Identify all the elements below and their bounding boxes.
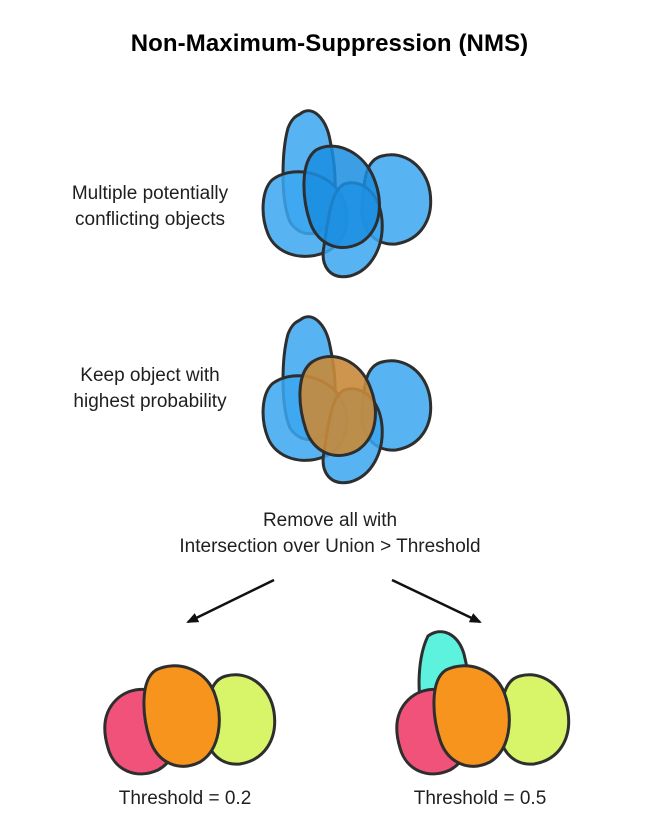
threshold-high-label: Threshold = 0.5 xyxy=(413,788,547,809)
step-remove-line2: Intersection over Union > Threshold xyxy=(179,536,481,557)
threshold-low-label: Threshold = 0.2 xyxy=(118,788,252,809)
blob-orange-low xyxy=(142,664,221,768)
step-remove-line1: Remove all with xyxy=(262,510,398,531)
step-multiple-line1: Multiple potentially xyxy=(71,183,229,204)
step-keep-line2: highest probability xyxy=(73,391,227,412)
step-keep-line1: Keep object with xyxy=(80,365,220,386)
step-multiple-label: Multiple potentially conflicting objects xyxy=(40,181,260,233)
step-multiple-line2: conflicting objects xyxy=(75,209,225,230)
blob-kept xyxy=(298,355,377,457)
result-group-low xyxy=(103,664,277,776)
result-group-high xyxy=(395,630,571,776)
step-remove-label: Remove all with Intersection over Union … xyxy=(130,508,530,560)
diagram-title: Non-Maximum-Suppression (NMS) xyxy=(130,30,529,57)
step-keep-label: Keep object with highest probability xyxy=(40,363,260,415)
blob-group-multiple xyxy=(261,109,433,279)
blob-center xyxy=(302,144,381,249)
arrow-left xyxy=(186,578,275,624)
blob-orange-high xyxy=(432,664,511,768)
blob-group-keep xyxy=(261,315,433,485)
arrow-right xyxy=(391,578,482,624)
